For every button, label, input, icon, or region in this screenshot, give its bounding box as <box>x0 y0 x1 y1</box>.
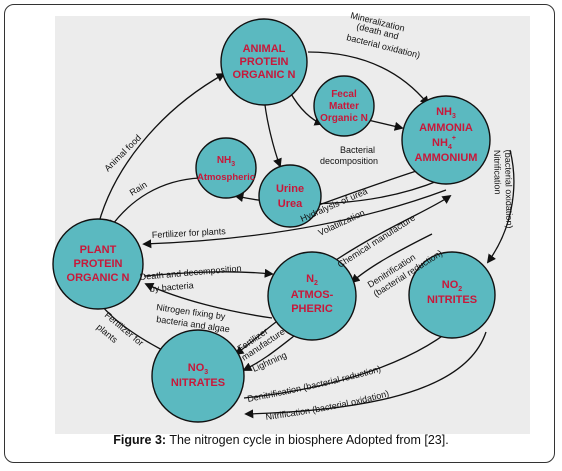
node-ammonia: NH3 AMMONIA NH4+ AMMONIUM <box>401 95 491 185</box>
node-label-line: AMMONIA <box>419 122 473 134</box>
node-atmospheric-nh3: NH3 Atmospheric <box>195 137 257 199</box>
node-label-line: ANIMAL <box>243 43 286 55</box>
node-no2-nitrites: NO2 NITRITES <box>408 251 496 339</box>
label-death-2: by bacteria <box>149 280 194 294</box>
node-label-line: PHERIC <box>291 303 333 315</box>
node-label-line: ORGANIC N <box>233 69 296 81</box>
svg-text:NH3: NH3 <box>436 106 456 120</box>
svg-text:N2: N2 <box>306 273 318 287</box>
node-no3-nitrates: NO3 NITRATES <box>151 329 245 423</box>
node-label-line: AMMONIUM <box>415 152 478 164</box>
node-label-line: Matter <box>329 101 359 112</box>
arrow-no2-to-no3 <box>244 331 487 419</box>
label-nitrification-right-1: Nitrification <box>492 150 503 195</box>
arrow-animal-to-ammonia <box>307 51 430 106</box>
arrow-n2-to-ammonia <box>329 194 452 265</box>
arrow-atmo-to-plant <box>108 177 201 230</box>
arrow-ammonia-to-no2 <box>486 149 515 264</box>
node-label-line: PROTEIN <box>240 56 289 68</box>
node-label-line: Urine <box>276 183 304 195</box>
label-death-1: Death and decomposition <box>139 263 242 282</box>
node-label-line: ORGANIC N <box>67 272 130 284</box>
caption-text: The nitrogen cycle in biosphere Adopted … <box>166 433 449 447</box>
label-bacterial-2: decomposition <box>320 156 378 166</box>
svg-text:NH4+: NH4+ <box>432 135 456 151</box>
node-label-line: NITRITES <box>427 294 477 306</box>
arrow-plant-to-animal <box>95 73 226 235</box>
arrow-ammonia-to-plant <box>142 189 447 249</box>
svg-text:NO3: NO3 <box>188 362 209 376</box>
node-label-line: ATMOS- <box>291 289 334 301</box>
figure-caption: Figure 3: The nitrogen cycle in biospher… <box>0 433 562 447</box>
node-urine-urea: Urine Urea <box>258 164 322 228</box>
label-nitrification-right-2: (bacterial oxidation) <box>503 150 514 229</box>
arrow-n2-to-no3 <box>234 321 277 356</box>
node-plant-protein: PLANT PROTEIN ORGANIC N <box>52 218 144 310</box>
arrow-no2-to-n2 <box>350 233 433 284</box>
caption-prefix: Figure 3: <box>113 433 167 447</box>
svg-text:NO2: NO2 <box>442 279 463 293</box>
node-label-line: NITRATES <box>171 377 225 389</box>
node-animal-protein: ANIMAL PROTEIN ORGANIC N <box>220 18 308 106</box>
node-fecal-matter: Fecal Matter Organic N <box>313 75 375 137</box>
label-fertilizer-plants: Fertilizer for plants <box>152 226 227 240</box>
node-label-line: Urea <box>278 198 303 210</box>
label-animal-food: Animal food <box>102 133 143 174</box>
node-label-line: PROTEIN <box>74 258 123 270</box>
arrows <box>94 51 515 419</box>
arrow-n2-to-no3-lightning <box>242 335 295 371</box>
arrow-n2-to-plant <box>144 282 273 319</box>
svg-text:NH3: NH3 <box>217 155 235 168</box>
arrow-fecal-to-ammonia <box>367 119 404 131</box>
node-label-line: Atmospheric <box>197 172 255 183</box>
arrow-animal-to-urine <box>263 95 282 168</box>
node-label-line: PLANT <box>80 244 117 256</box>
label-bacterial-1: Bacterial <box>340 145 375 155</box>
node-n2-atmospheric: N2 ATMOS- PHERIC <box>267 251 357 341</box>
arrow-plant-to-n2 <box>143 268 274 278</box>
node-label-line: Organic N <box>320 113 368 124</box>
node-label-line: Fecal <box>331 89 357 100</box>
